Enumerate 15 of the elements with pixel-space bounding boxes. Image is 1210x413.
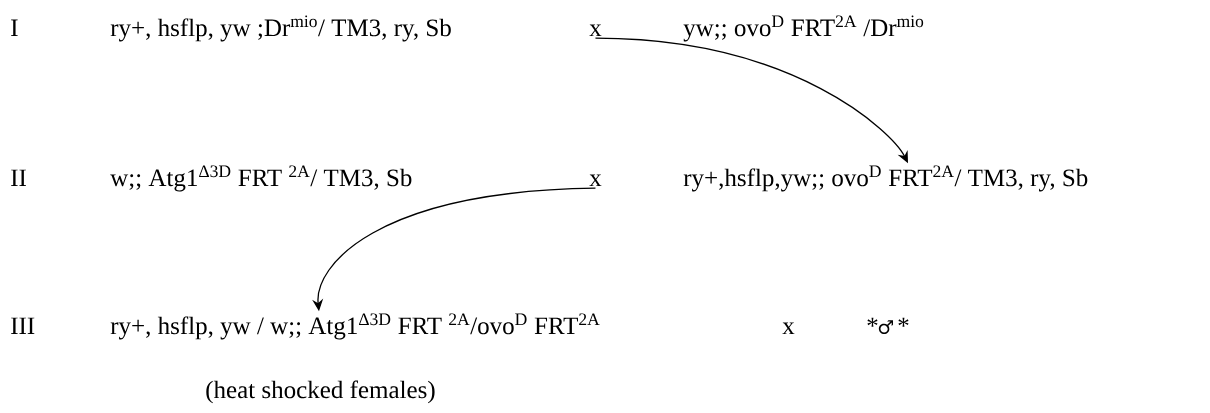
asterisk: * [898,317,909,327]
row-number: II [11,169,26,186]
genotype-text: w;; Atg1$^{Δ3D}$ FRT $^{2A}$/ TM3, Sb [110,165,412,192]
cross-symbol: x [782,322,795,334]
genotype-text: yw;; ovo$^{D}$ FRT$^{2A}$ /Dr$^{mio}$ [683,15,924,42]
asterisk: * [867,317,878,327]
row-number: III [11,317,35,334]
note-text: (heat shocked females) [206,380,435,404]
row-number: I [11,19,18,36]
male-symbol: ♂ [878,320,893,335]
genotype-text: ry+,hsflp,yw;; ovo$^{D}$ FRT$^{2A}$/ TM3, ry, Sb [683,165,1088,192]
genotype-text: ry+, hsflp, yw ;Dr$^{mio}$/ TM3, ry, Sb [110,15,451,42]
genotype-text: ry+, hsflp, yw / w;; Atg1$^{Δ3D}$ FRT $^{2A}$/ovo$^{D}$ FRT$^{2A}$ [110,313,600,340]
cross-symbol: x [589,24,602,36]
cross-symbol: x [589,174,602,186]
